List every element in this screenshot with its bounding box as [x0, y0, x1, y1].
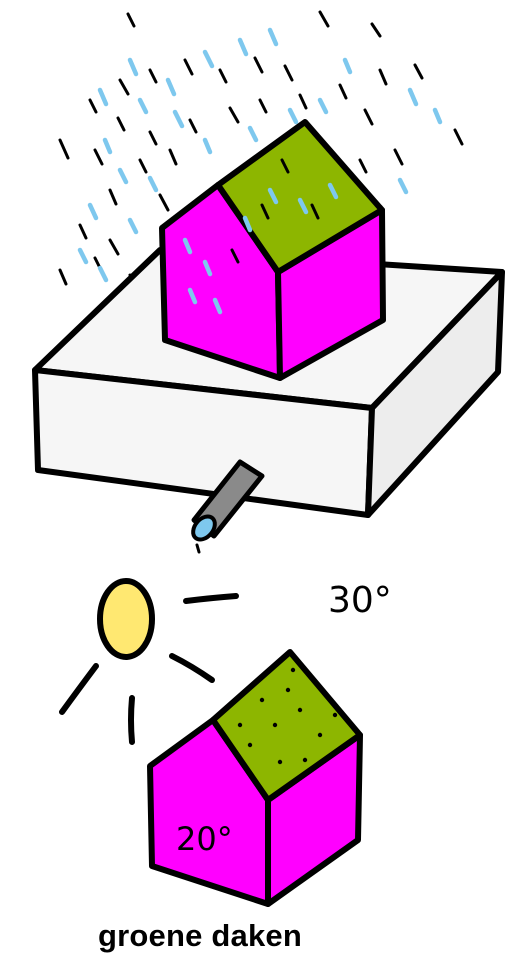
inside-temperature-label: 20°: [176, 820, 233, 858]
house-with-green-roof-rain: [162, 122, 383, 378]
caption-title: groene daken: [0, 918, 400, 954]
outside-temperature-label: 30°: [328, 580, 392, 621]
house-with-green-roof-sun: [150, 652, 360, 904]
sun-icon: [62, 581, 236, 742]
